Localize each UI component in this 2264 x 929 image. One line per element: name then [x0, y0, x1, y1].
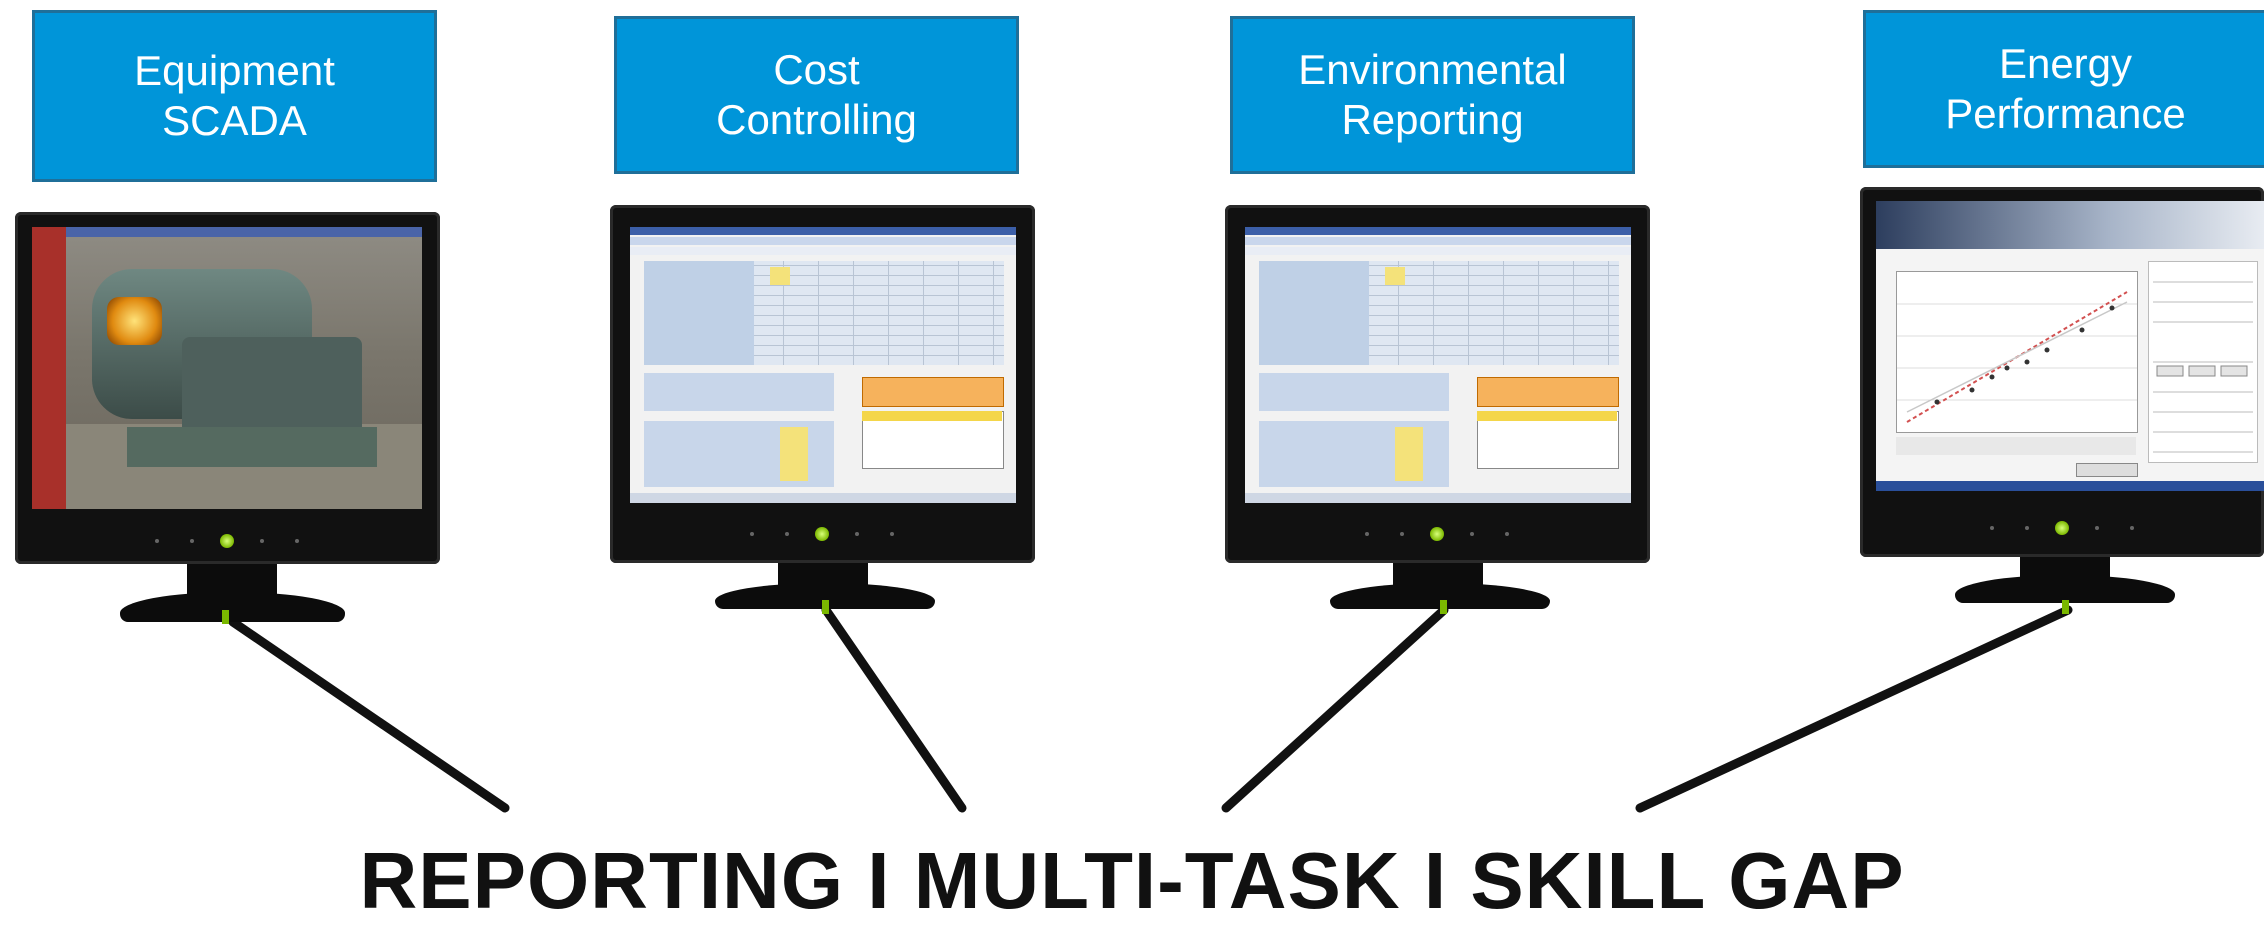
scatter-plot-thumbnail	[1896, 271, 2138, 433]
data-side-panel	[2148, 261, 2258, 463]
connector-pin	[822, 600, 829, 614]
screen-spreadsheet-view	[1245, 227, 1631, 503]
power-led	[1430, 527, 1444, 541]
screen-spreadsheet-view	[630, 227, 1016, 503]
connector-environmental-reporting	[1221, 605, 1449, 813]
monitor-environmental-reporting	[1225, 205, 1650, 610]
connector-energy-performance	[1635, 605, 2073, 813]
app-header-banner	[1876, 201, 2264, 249]
label-environmental-reporting: Environmental Reporting	[1230, 16, 1635, 174]
label-energy-performance-text: Energy Performance	[1945, 40, 2186, 137]
furnace-fire	[107, 297, 162, 345]
headline: REPORTING I MULTI-TASK I SKILL GAP	[359, 836, 1905, 925]
screen-regression-chart-view	[1876, 201, 2264, 491]
power-led	[220, 534, 234, 548]
connector-cost-controlling	[821, 605, 967, 813]
label-cost-controlling-text: Cost Controlling	[716, 46, 917, 143]
monitor-cost-controlling	[610, 205, 1035, 610]
monitor-equipment-scada	[15, 212, 440, 622]
label-cost-controlling: Cost Controlling	[614, 16, 1019, 174]
connector-equipment-scada	[228, 617, 510, 813]
label-equipment-scada-text: Equipment SCADA	[134, 47, 335, 144]
power-led	[2055, 521, 2069, 535]
label-energy-performance: Energy Performance	[1863, 10, 2264, 168]
screen-scada-boiler-view	[32, 227, 422, 509]
connector-pin	[2062, 600, 2069, 614]
label-environmental-reporting-text: Environmental Reporting	[1298, 46, 1567, 143]
connector-pin	[1440, 600, 1447, 614]
connector-pin	[222, 610, 229, 624]
label-equipment-scada: Equipment SCADA	[32, 10, 437, 182]
power-led	[815, 527, 829, 541]
monitor-energy-performance	[1860, 187, 2264, 607]
